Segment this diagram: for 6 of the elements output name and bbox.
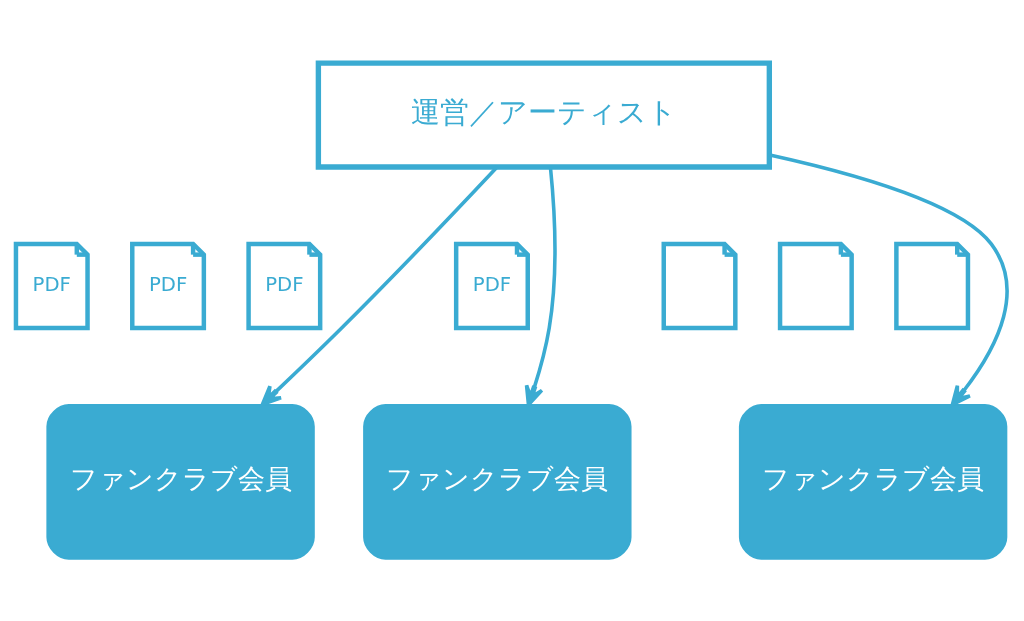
node-box: ファンクラブ会員: [46, 403, 315, 560]
node-box: ファンクラブ会員: [738, 403, 1008, 560]
node-box: ファンクラブ会員: [363, 403, 632, 560]
node-box: 運営／アーティスト: [315, 59, 772, 170]
arrow: [524, 166, 557, 407]
arrow: [769, 152, 1009, 407]
